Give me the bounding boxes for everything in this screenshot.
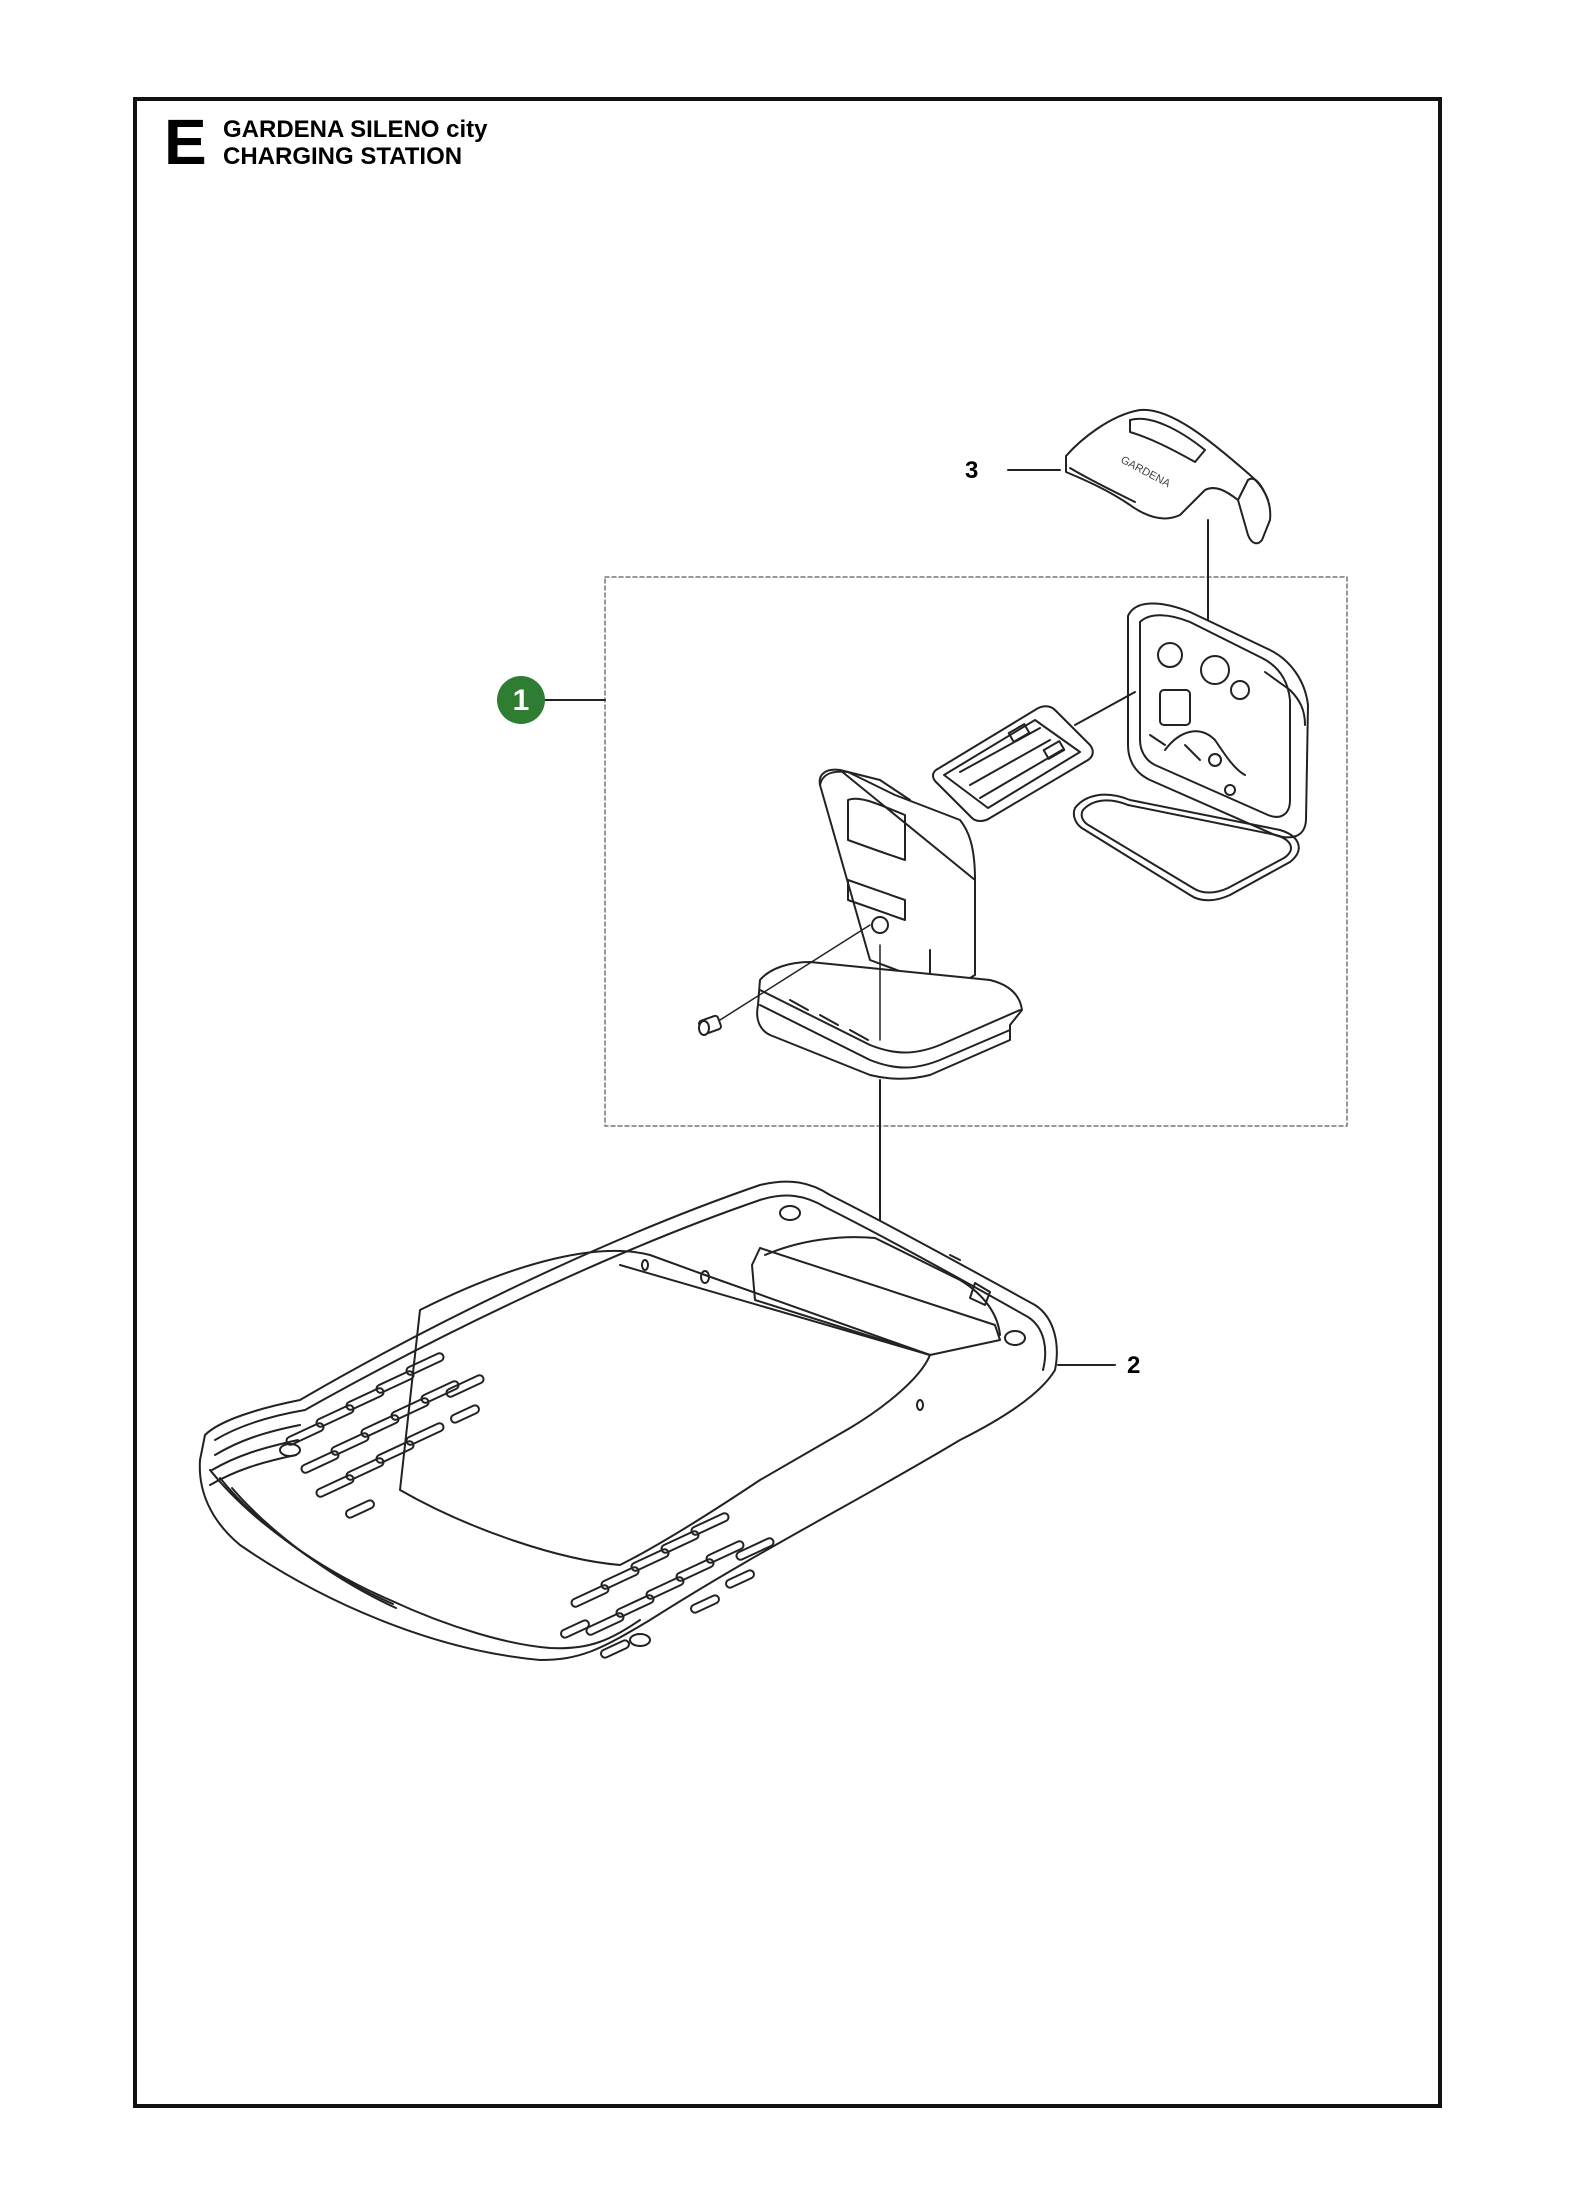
title-line-model: GARDENA SILENO city: [223, 116, 488, 143]
vent-slots-right: [560, 1512, 775, 1659]
assembly-group-box: [604, 576, 1348, 1127]
callout-3-label[interactable]: 3: [965, 457, 978, 484]
callout-1-label: 1: [513, 684, 530, 717]
section-letter: E: [164, 106, 207, 178]
explode-line-board: [1074, 691, 1136, 726]
part-rear-housing[interactable]: [1127, 602, 1309, 839]
part-screw[interactable]: [698, 924, 871, 1036]
callout-2-label[interactable]: 2: [1127, 1352, 1140, 1379]
part-circuit-board[interactable]: [932, 705, 1094, 822]
page-title: GARDENA SILENO city CHARGING STATION: [223, 116, 487, 170]
part-base-plate[interactable]: [198, 1180, 1058, 1661]
callout-item-1[interactable]: 1: [497, 676, 606, 724]
vent-slots-left: [279, 1352, 485, 1519]
title-line-assembly: CHARGING STATION: [223, 143, 463, 170]
part-station-body[interactable]: [756, 768, 1023, 1080]
part-cover[interactable]: GARDENA: [1065, 408, 1272, 545]
part-gasket[interactable]: [1072, 793, 1300, 902]
page-frame: [133, 97, 1442, 2108]
